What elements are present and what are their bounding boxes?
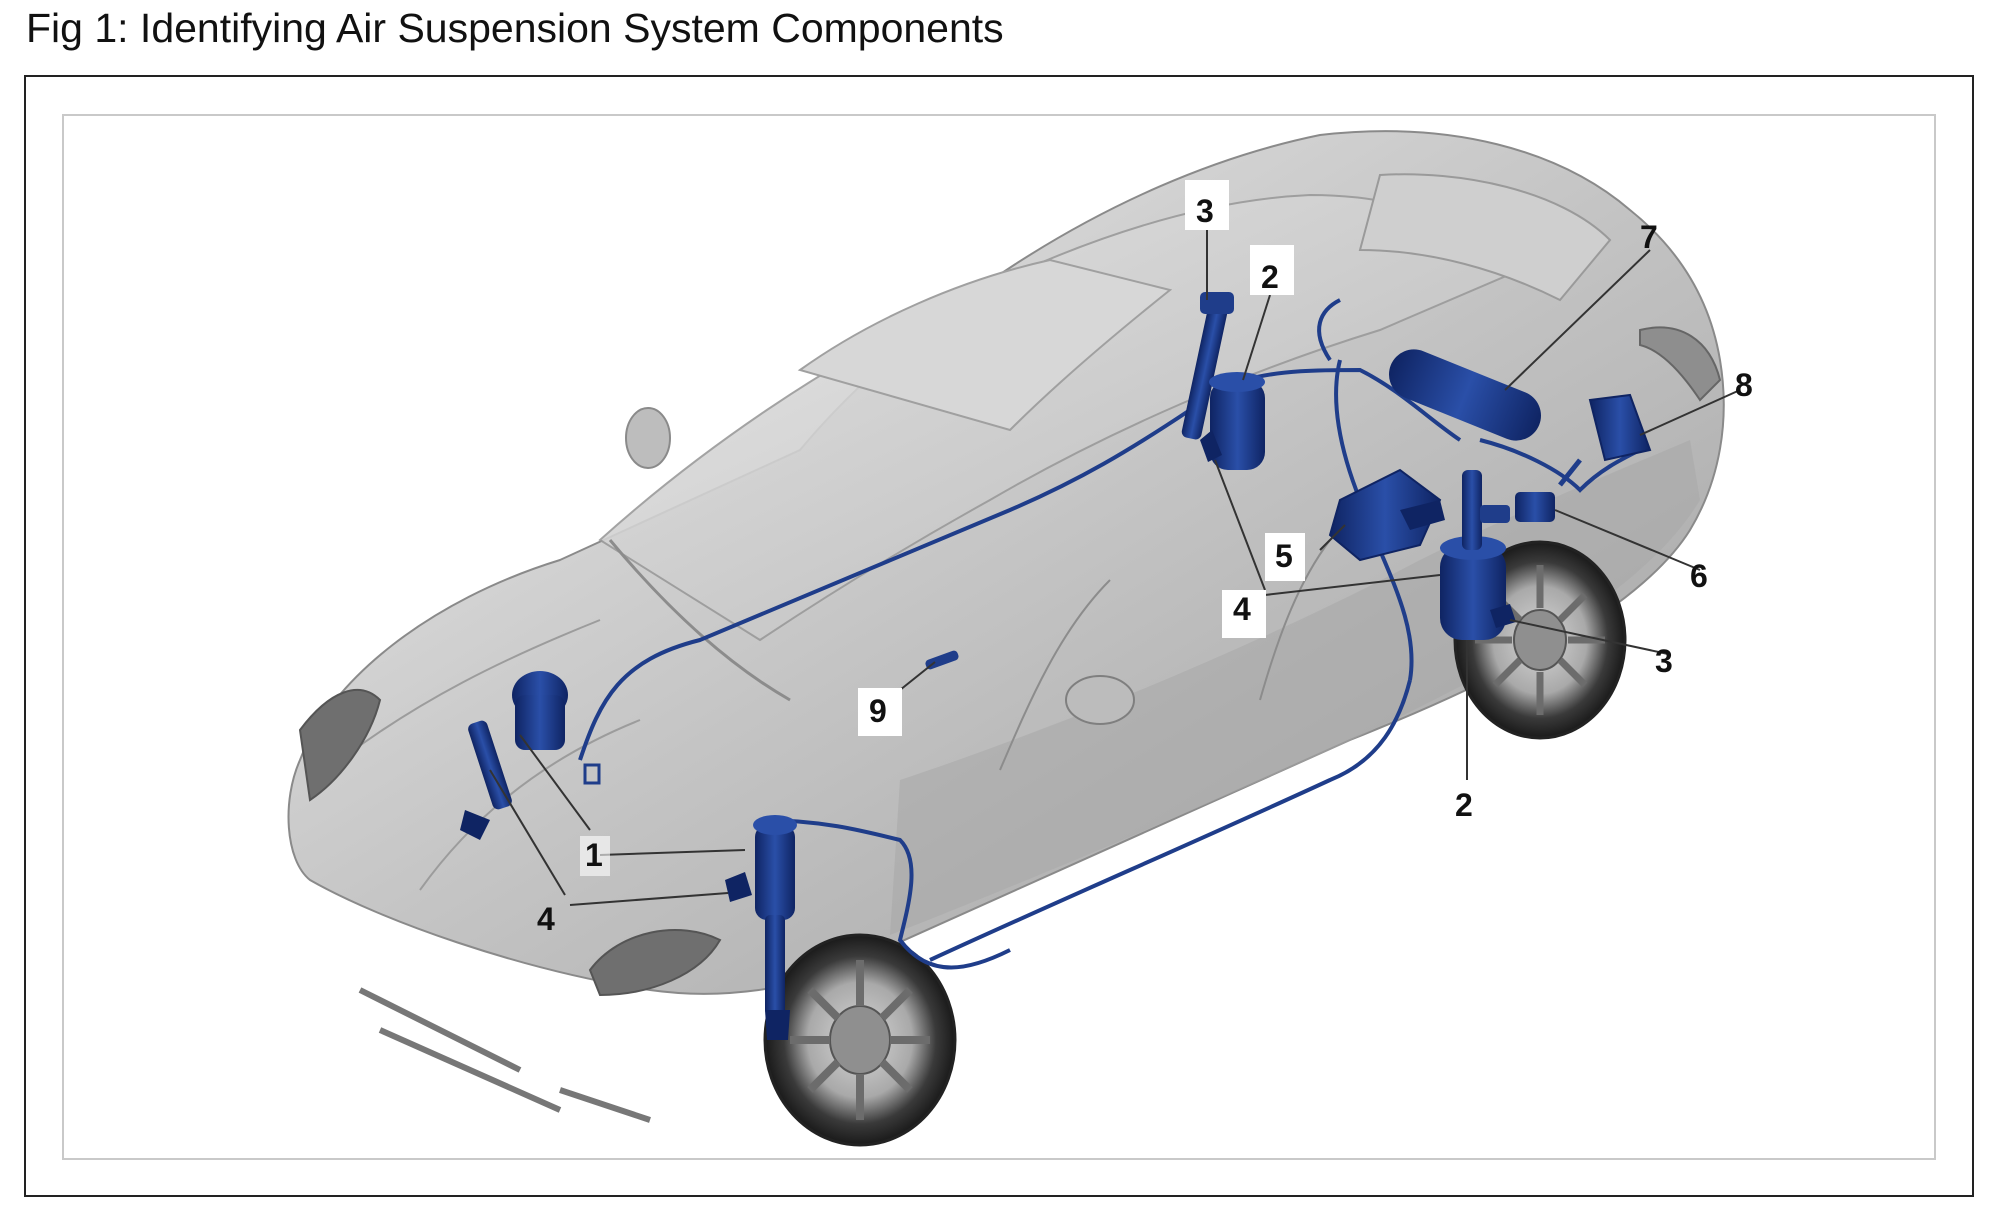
car-taillight	[1639, 326, 1722, 402]
compressor-unit	[1328, 468, 1445, 562]
car-grille	[378, 1027, 562, 1113]
callout-1: 1	[585, 837, 603, 873]
callout-4-front: 4	[537, 901, 555, 937]
car-headlight-right	[588, 929, 722, 997]
callout-3-right: 3	[1655, 643, 1673, 679]
callout-9: 9	[869, 693, 887, 729]
control-unit	[1558, 393, 1652, 487]
callout-4-rear: 4	[1233, 591, 1251, 627]
callout-2-bottom: 2	[1455, 787, 1473, 823]
car-windshield-edge	[608, 539, 791, 702]
front-level-sensor	[583, 763, 601, 785]
callout-6: 6	[1690, 558, 1708, 594]
air-line-front-left	[578, 408, 1192, 761]
rear-left-air-spring	[1200, 372, 1265, 470]
front-right-air-strut	[725, 815, 797, 1040]
callout-lines	[489, 230, 1741, 906]
car-hood-line	[419, 719, 641, 891]
rear-left-damper	[1181, 292, 1234, 440]
car-grille	[358, 987, 522, 1073]
air-line-front-right	[759, 818, 1011, 970]
car-headlight-left	[298, 689, 382, 802]
components	[460, 292, 1652, 1040]
car-door-seam	[1259, 539, 1331, 701]
wheel-front	[763, 933, 957, 1147]
car-door-seam	[999, 579, 1111, 771]
air-line-rear-cross	[1317, 298, 1341, 362]
car-sunroof	[797, 258, 1173, 432]
car-grille	[559, 1087, 651, 1123]
callout-labels: 3 2 7 8 6 3 2 5 4 9 1 4	[537, 180, 1753, 937]
front-left-air-strut	[460, 671, 568, 840]
air-line-to-valve	[1479, 438, 1641, 493]
car-body	[287, 130, 1725, 1123]
pressure-reservoir	[1389, 349, 1541, 441]
air-line-top	[1244, 367, 1462, 442]
callout-7: 7	[1640, 219, 1658, 255]
callout-2-top: 2	[1261, 259, 1279, 295]
valve-block	[1480, 492, 1555, 523]
figure-title: Fig 1: Identifying Air Suspension System…	[26, 5, 1004, 51]
car-mirror-right	[1065, 675, 1135, 725]
callout-3-top: 3	[1196, 193, 1214, 229]
callout-5: 5	[1275, 538, 1293, 574]
callout-8: 8	[1735, 367, 1753, 403]
car-mirror-left	[625, 407, 671, 469]
rear-right-air-spring	[1440, 470, 1516, 640]
level-switch	[925, 650, 959, 670]
car-rear-glass	[1358, 173, 1612, 302]
car-hood-line	[339, 619, 601, 761]
air-line-sill	[929, 679, 1412, 962]
